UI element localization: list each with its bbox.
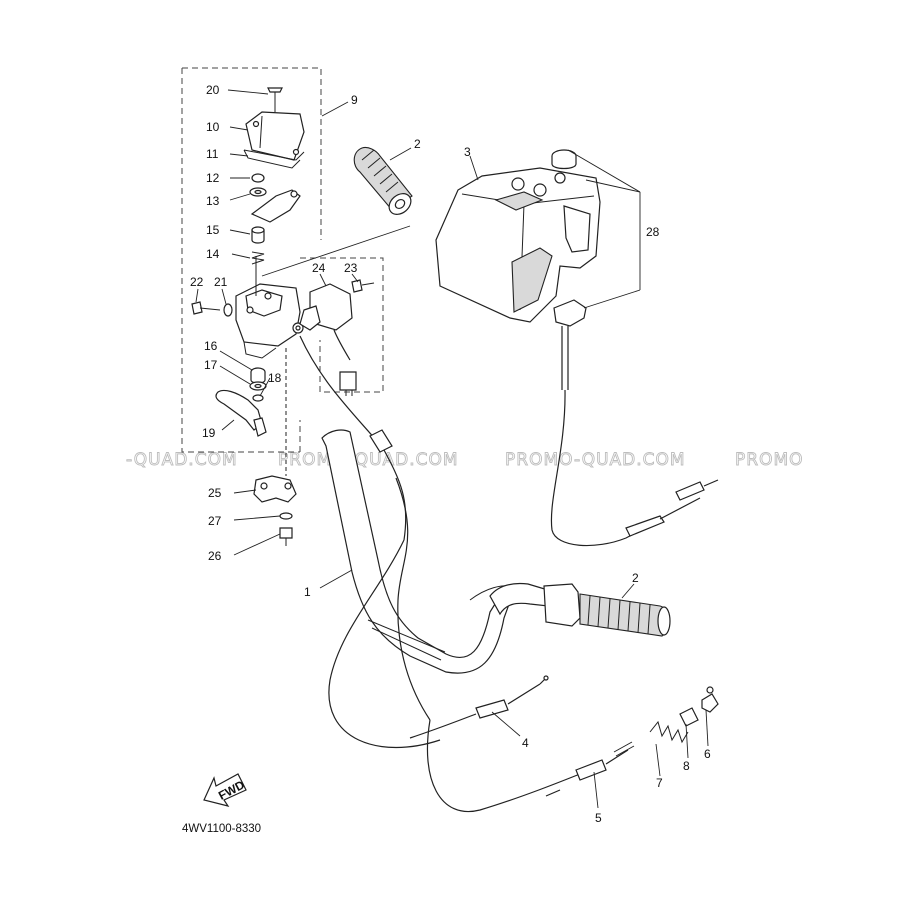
throttle-housing: [299, 279, 375, 396]
fwd-arrow-text: FWD: [216, 777, 247, 802]
screw-and-washer: [191, 301, 233, 317]
callout-3: 3: [464, 145, 471, 159]
callout-16: 16: [204, 339, 218, 353]
watermark-text-4: PROMO: [735, 450, 804, 470]
leader-lines: [195, 89, 709, 809]
callout-25: 25: [208, 486, 222, 500]
callout-27: 27: [208, 514, 222, 528]
callout-2-lower: 2: [632, 571, 639, 585]
callouts: 20 9 10 11 12 13 15 14 2 3 28 22 21 24 2…: [190, 83, 711, 825]
left-grip: [353, 146, 413, 215]
throttle-assembly-boundary: [300, 257, 384, 393]
handlebar-cover: [435, 167, 601, 323]
cable-5: [426, 719, 635, 813]
cover-switch: [550, 299, 719, 547]
callout-21: 21: [214, 275, 228, 289]
callout-4: 4: [522, 736, 529, 750]
callout-20: 20: [206, 83, 220, 97]
cover-cap: [551, 149, 577, 170]
reference-code: 4WV1100-8330: [182, 823, 261, 835]
callout-15: 15: [206, 223, 220, 237]
cable-4: [409, 675, 549, 739]
callout-12: 12: [206, 171, 220, 185]
callout-17: 17: [204, 358, 218, 372]
callout-7: 7: [656, 776, 663, 790]
callout-18: 18: [268, 371, 282, 385]
callout-1: 1: [304, 585, 311, 599]
watermark: -QUAD.COM PROMO-QUAD.COM PROMO-QUAD.COM …: [126, 450, 804, 471]
callout-11: 11: [206, 147, 219, 161]
callout-28: 28: [646, 225, 660, 239]
callout-22: 22: [190, 275, 204, 289]
callout-24: 24: [312, 261, 326, 275]
callout-13: 13: [206, 194, 220, 208]
callout-6: 6: [704, 747, 711, 761]
callout-19: 19: [202, 426, 216, 440]
watermark-text-2: PROMO-QUAD.COM: [278, 450, 459, 470]
callout-8: 8: [683, 759, 690, 773]
callout-9: 9: [351, 93, 358, 107]
fwd-arrow: FWD: [203, 773, 247, 807]
lower-clamp: [253, 348, 297, 546]
callout-2-upper: 2: [414, 137, 421, 151]
switch-assembly-boundary: [181, 67, 322, 453]
handlebar: [321, 429, 549, 674]
watermark-text-1: -QUAD.COM: [126, 450, 238, 470]
callout-23: 23: [344, 261, 358, 275]
small-parts: [649, 686, 719, 744]
throttle-cable: [299, 335, 441, 748]
watermark-text-3: PROMO-QUAD.COM: [505, 450, 686, 470]
switch-housing: [235, 104, 304, 359]
lever-assembly: [215, 367, 267, 437]
callout-26: 26: [208, 549, 222, 563]
callout-14: 14: [206, 247, 220, 261]
callout-5: 5: [595, 811, 602, 825]
switch-assembly-parts: [243, 87, 305, 265]
right-grip: [543, 583, 671, 637]
callout-10: 10: [206, 120, 220, 134]
